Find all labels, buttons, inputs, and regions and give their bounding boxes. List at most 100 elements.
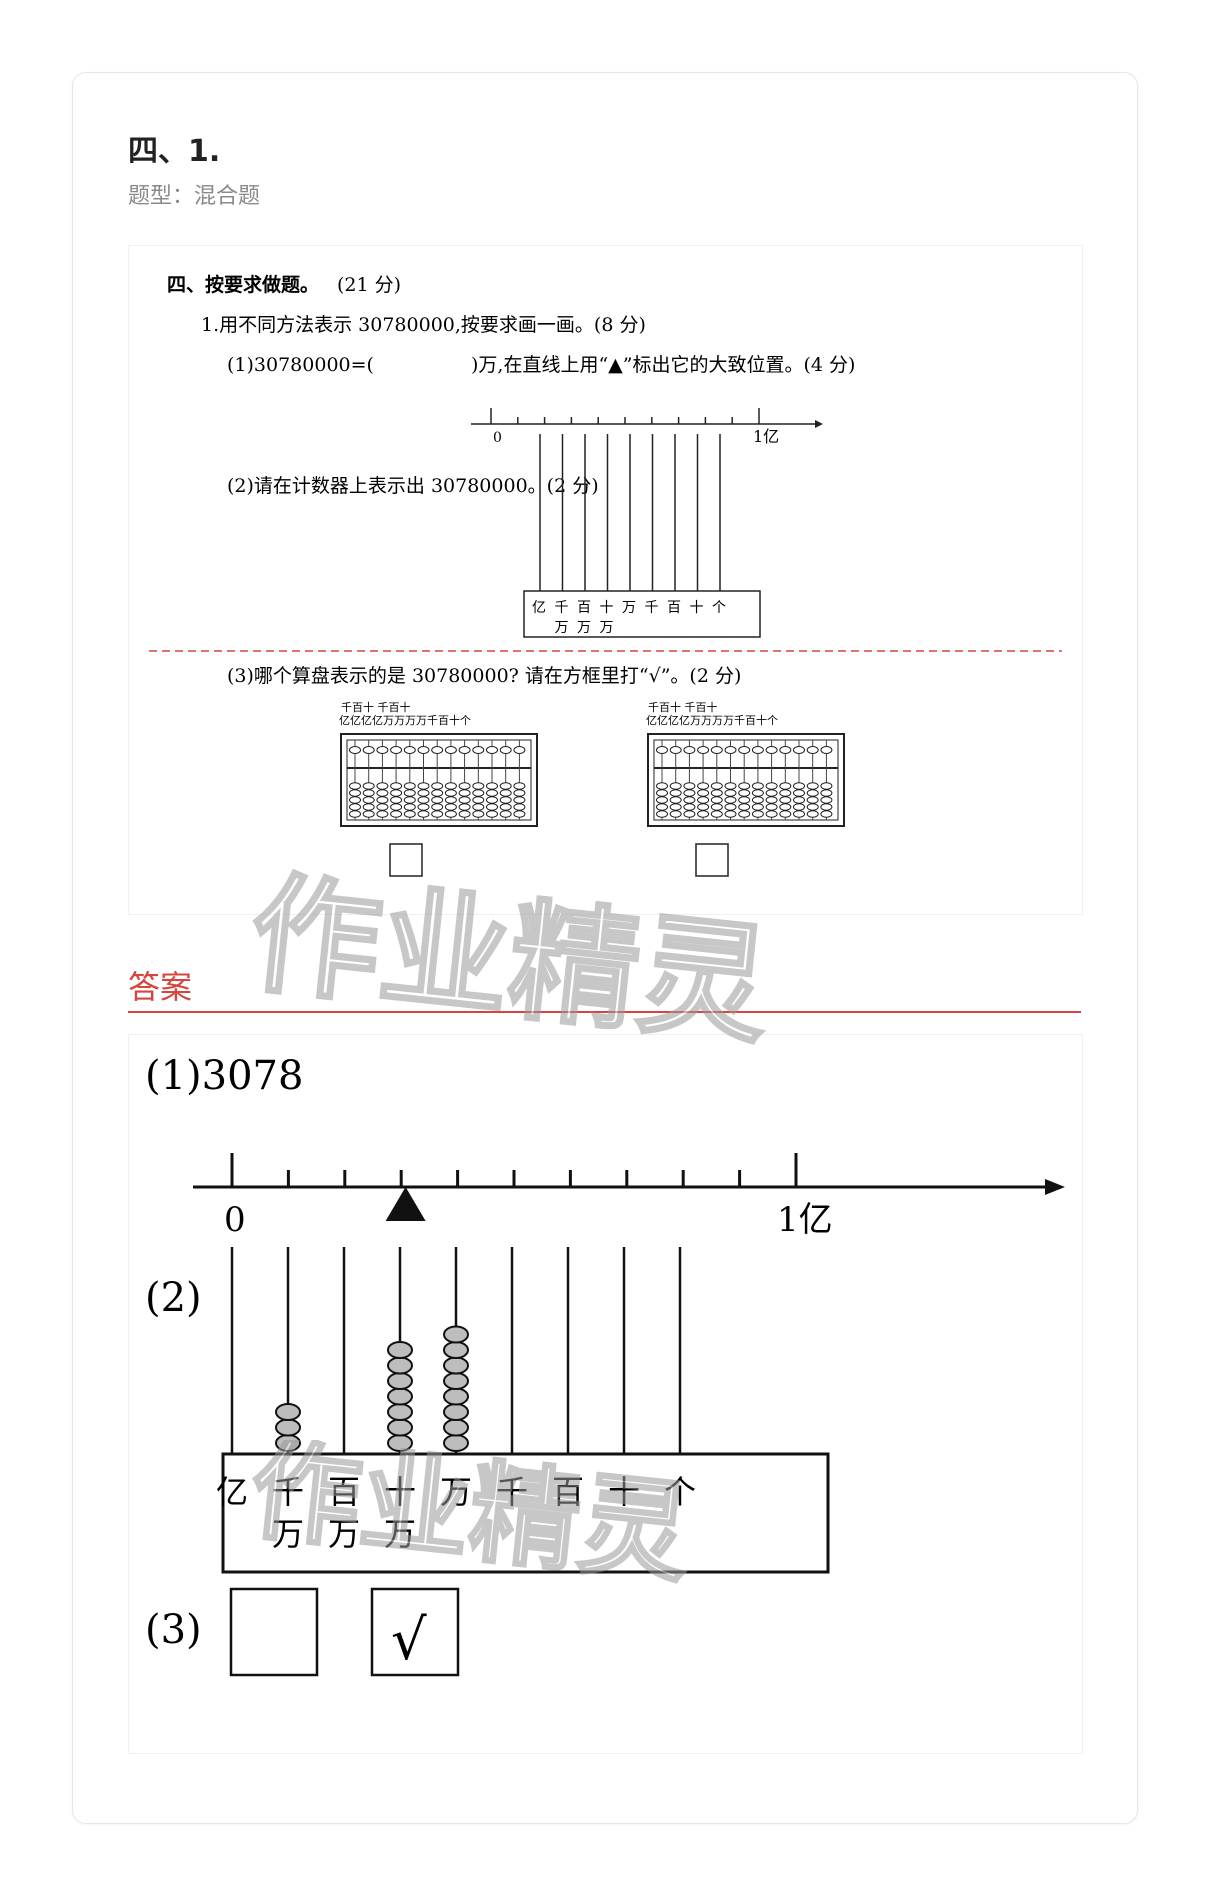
abacus-bead (710, 803, 723, 811)
a-counter-bead (275, 1418, 301, 1437)
abacus-bead (444, 789, 457, 797)
abacus-left-checkbox[interactable] (389, 843, 423, 877)
abacus-bead (656, 746, 668, 754)
q-counter-unit: 十 (600, 600, 614, 616)
abacus-bead (513, 810, 526, 818)
abacus-bead (793, 796, 805, 804)
abacus-bead (793, 810, 805, 818)
a-counter-bead (443, 1434, 469, 1452)
abacus-bead (390, 746, 403, 754)
abacus-bead (779, 782, 792, 790)
svg-text:亿亿亿亿万万万万千百十个: 亿亿亿亿万万万万千百十个 (646, 713, 778, 727)
abacus-bead (724, 796, 737, 804)
question-number-line: 0 1亿 (471, 408, 823, 446)
abacus-bead (431, 782, 444, 790)
a-counter-bead (387, 1418, 413, 1437)
abacus-bead (417, 746, 430, 754)
abacus-bead (656, 796, 668, 804)
a-counter-unit: 亿 (216, 1473, 248, 1511)
a-counter-bead (387, 1372, 413, 1390)
abacus-bead (417, 782, 430, 790)
abacus-bead (820, 803, 833, 811)
abacus-right-checkbox[interactable] (695, 843, 729, 877)
abacus-bead (669, 782, 682, 790)
abacus-bead (486, 782, 498, 790)
a-counter-unit: 万 (440, 1473, 472, 1511)
abacus-bead (724, 803, 737, 811)
question-title: 四、1. (128, 134, 221, 169)
abacus-bead (403, 803, 416, 811)
abacus-bead (806, 810, 819, 818)
answer-counter: 亿千万百万十万万千百十个 (216, 1247, 830, 1574)
abacus-bead (458, 810, 471, 818)
abacus-bead (349, 803, 361, 811)
a-counter-unit: 十 (384, 1473, 416, 1511)
abacus-bead (472, 803, 485, 811)
abacus-bead (765, 796, 778, 804)
a-counter-unit: 百 (552, 1473, 584, 1511)
abacus-bead (820, 796, 833, 804)
abacus-bead (697, 810, 710, 818)
abacus-bead (499, 803, 512, 811)
abacus-bead (513, 746, 526, 754)
abacus-bead (417, 796, 430, 804)
abacus-bead (793, 803, 805, 811)
abacus-bead (417, 810, 430, 818)
abacus-bead (431, 789, 444, 797)
abacus-bead (349, 746, 361, 754)
abacus-bead (697, 796, 710, 804)
part1-prefix: (1)30780000=( (227, 354, 374, 376)
abacus-bead (431, 746, 444, 754)
answer-box-right (370, 1587, 460, 1677)
a-nl-start: 0 (224, 1200, 246, 1240)
abacus-bead (513, 803, 526, 811)
abacus-bead (403, 789, 416, 797)
abacus-bead (669, 803, 682, 811)
answer-check-mark: √ (391, 1608, 427, 1673)
abacus-bead (683, 803, 696, 811)
q-counter-unit: 千 (645, 600, 659, 616)
svg-text:亿亿亿亿万万万万千百十个: 亿亿亿亿万万万万千百十个 (339, 713, 471, 727)
abacus-bead (376, 746, 389, 754)
abacus-bead (656, 803, 668, 811)
a-counter-unit: 个 (664, 1473, 696, 1511)
abacus-bead (656, 782, 668, 790)
abacus-bead (738, 746, 751, 754)
abacus-bead (724, 789, 737, 797)
abacus-bead (793, 789, 805, 797)
abacus-bead (362, 789, 375, 797)
q-counter-unit: 万 (622, 600, 636, 616)
q-counter-unit: 亿 (532, 600, 546, 616)
section-heading: 四、按要求做题。 (167, 273, 319, 296)
abacus-bead (444, 796, 457, 804)
abacus-bead (765, 810, 778, 818)
abacus-left: 千百十 千百十 亿亿亿亿万万万万千百十个 (339, 700, 538, 827)
abacus-bead (765, 789, 778, 797)
abacus-bead (738, 810, 751, 818)
abacus-bead (820, 782, 833, 790)
abacus-bead (738, 803, 751, 811)
abacus-bead (820, 789, 833, 797)
abacus-bead (417, 803, 430, 811)
abacus-bead (458, 803, 471, 811)
abacus-bead (513, 796, 526, 804)
part1-suffix: )万,在直线上用“▲”标出它的大致位置。(4 分) (471, 354, 855, 376)
abacus-bead (472, 746, 485, 754)
abacus-bead (376, 796, 389, 804)
abacus-bead (697, 789, 710, 797)
abacus-bead (349, 782, 361, 790)
answer-label: 答案 (128, 968, 193, 1006)
abacus-bead (765, 803, 778, 811)
abacus-bead (751, 782, 764, 790)
abacus-bead (486, 796, 498, 804)
abacus-bead (499, 810, 512, 818)
abacus-bead (362, 782, 375, 790)
q-counter-unit: 千 (555, 600, 569, 616)
abacus-bead (820, 746, 833, 754)
abacus-bead (417, 789, 430, 797)
abacus-bead (499, 746, 512, 754)
abacus-bead (403, 782, 416, 790)
abacus-bead (362, 746, 375, 754)
abacus-bead (793, 782, 805, 790)
abacus-bead (751, 789, 764, 797)
